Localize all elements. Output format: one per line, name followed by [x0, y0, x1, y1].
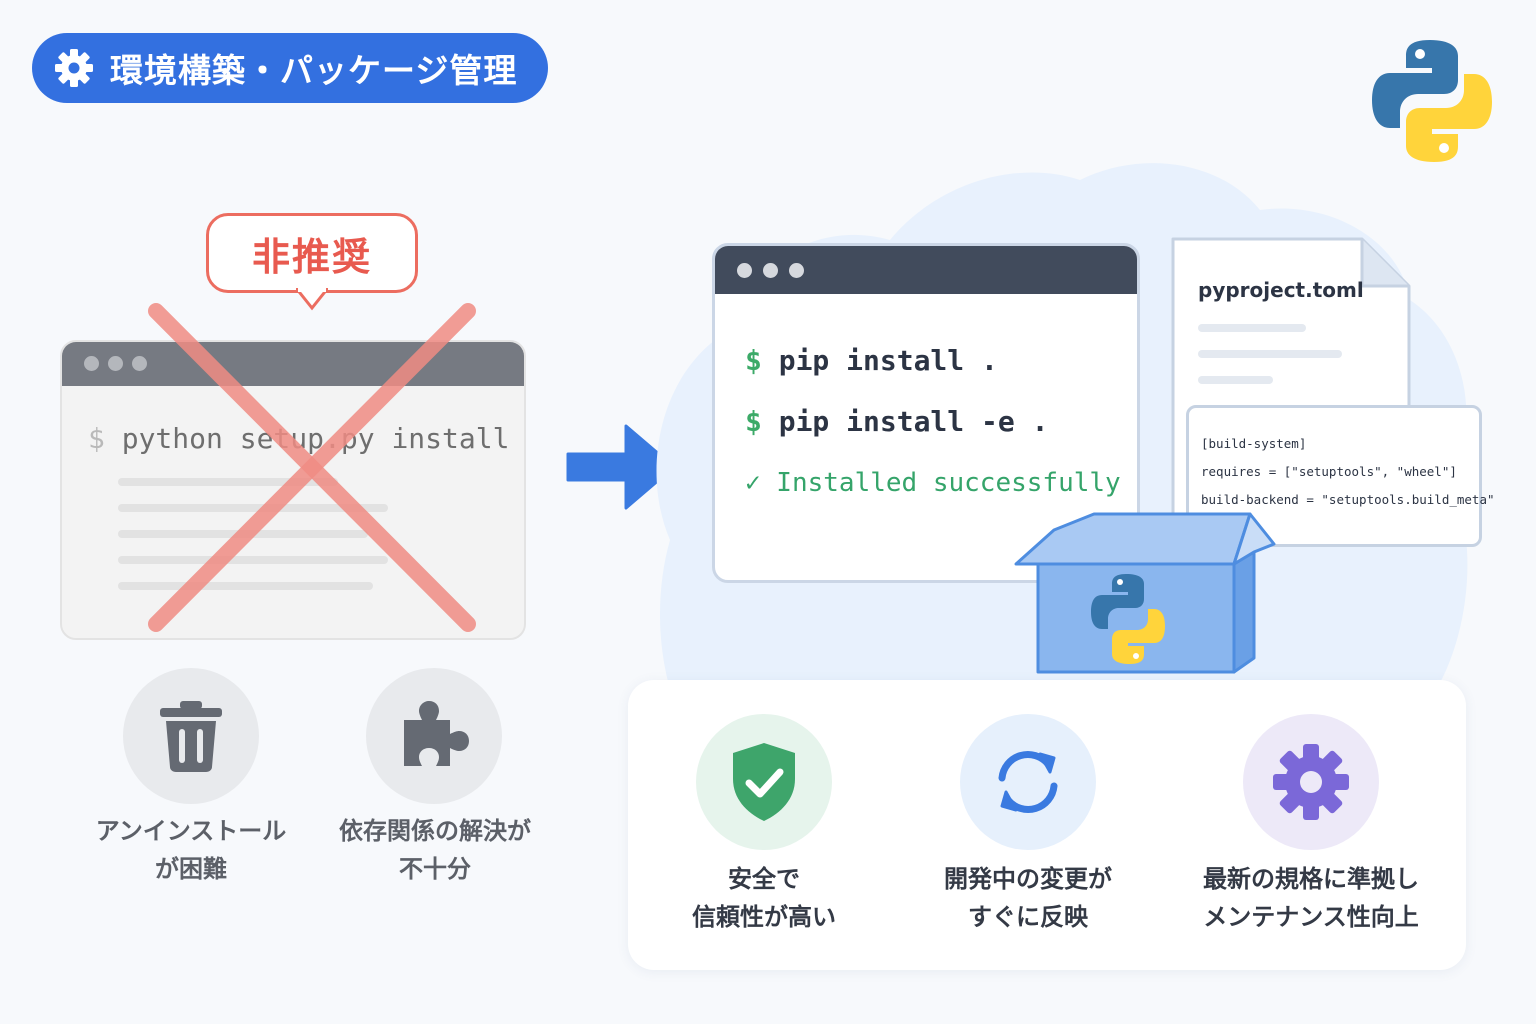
window-dot	[763, 263, 778, 278]
config-filename: pyproject.toml	[1198, 278, 1364, 302]
code-line: [build-system]	[1201, 436, 1307, 451]
window-dot	[789, 263, 804, 278]
benefit-label-standard: 最新の規格に準拠し メンテナンス性向上	[1203, 865, 1419, 931]
gear-icon	[1273, 744, 1349, 820]
terminal-title-bar	[715, 246, 1137, 294]
issue-label-dependency: 依存関係の解決が 不十分	[339, 817, 531, 883]
placeholder-line	[118, 478, 338, 486]
red-cross-icon	[148, 303, 476, 632]
window-dot	[84, 356, 99, 371]
code-line: requires = ["setuptools", "wheel"]	[1201, 464, 1457, 479]
puzzle-icon-circle	[366, 668, 502, 804]
benefit-label-safe: 安全で 信頼性が高い	[692, 865, 836, 931]
placeholder-line	[118, 504, 388, 512]
placeholder-line	[118, 556, 388, 564]
install-success-message: ✓ Installed successfully	[745, 468, 1121, 498]
window-dot	[108, 356, 123, 371]
python-logo-icon	[1372, 40, 1492, 162]
window-dot	[132, 356, 147, 371]
deprecated-badge: 非推奨	[206, 213, 418, 293]
recommended-terminal-window: $ pip install . $ pip install -e . ✓ Ins…	[712, 243, 1140, 583]
window-dot	[737, 263, 752, 278]
command-text: python setup.py install	[121, 422, 510, 455]
benefit-label-editable: 開発中の変更が すぐに反映	[944, 865, 1112, 931]
placeholder-line	[118, 582, 373, 590]
terminal-title-bar	[62, 342, 524, 386]
arrow-right-icon	[566, 424, 676, 510]
pip-install-editable-command: $ pip install -e .	[745, 405, 1049, 438]
shield-check-icon	[733, 743, 795, 821]
package-box-icon	[1014, 512, 1276, 674]
gear-icon-circle	[1243, 714, 1379, 850]
page-title: 環境構築・パッケージ管理	[110, 51, 518, 90]
refresh-icon-circle	[960, 714, 1096, 850]
gear-icon	[55, 49, 93, 87]
trash-icon-circle	[123, 668, 259, 804]
header-pill: 環境構築・パッケージ管理	[32, 33, 548, 103]
trash-icon	[160, 701, 222, 772]
command-prompt: $	[88, 422, 105, 455]
bubble-tail	[296, 288, 328, 311]
puzzle-icon	[404, 701, 469, 766]
deprecated-command: $ python setup.py install	[88, 422, 509, 455]
code-line: build-backend = "setuptools.build_meta"	[1201, 492, 1495, 507]
issue-label-uninstall: アンインストール が困難	[95, 817, 287, 883]
pip-install-command: $ pip install .	[745, 344, 998, 377]
shield-icon-circle	[696, 714, 832, 850]
refresh-icon	[998, 751, 1058, 813]
